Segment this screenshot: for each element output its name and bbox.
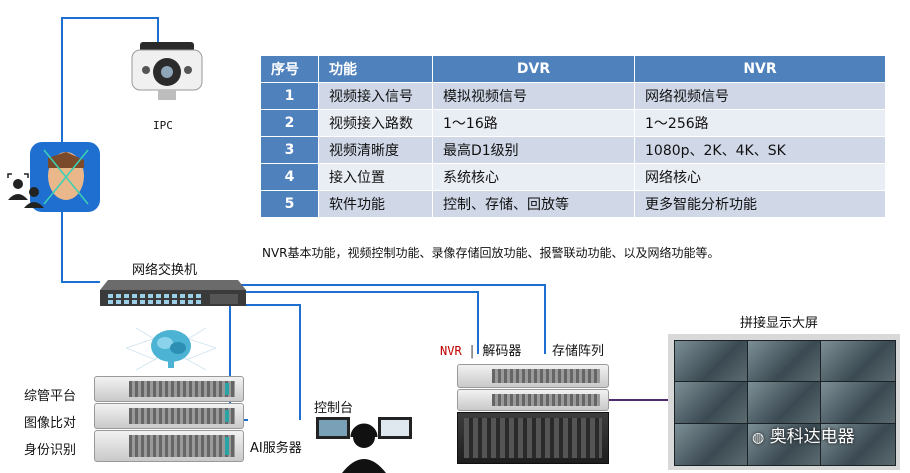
line-switch-nvr bbox=[238, 291, 479, 354]
server-3 bbox=[94, 430, 244, 462]
table-cell: 5 bbox=[260, 190, 319, 218]
watermark: ◍ 奥科达电器 bbox=[752, 422, 855, 447]
table-cell: 最高D1级别 bbox=[432, 136, 635, 164]
table-row: 2 视频接入路数 1～16路 1～256路 bbox=[260, 109, 886, 137]
server-2 bbox=[94, 403, 244, 429]
header-dvr: DVR bbox=[432, 55, 635, 83]
nvr-function-note: NVR基本功能，视频控制功能、录像存储回放功能、报警联动功能、以及网络功能等。 bbox=[262, 246, 720, 260]
console-label: 控制台 bbox=[314, 401, 354, 416]
table-row: 3 视频清晰度 最高D1级别 1080p、2K、4K、SK bbox=[260, 136, 886, 164]
table-cell: 控制、存储、回放等 bbox=[432, 190, 635, 218]
nvr-label: NVR bbox=[440, 344, 462, 358]
table-cell: 网络视频信号 bbox=[634, 82, 886, 110]
header-index: 序号 bbox=[260, 55, 319, 83]
table-cell: 系统核心 bbox=[432, 163, 635, 191]
table-cell: 更多智能分析功能 bbox=[634, 190, 886, 218]
platform-label-3: 身份识别 bbox=[24, 443, 77, 458]
table-cell: 软件功能 bbox=[318, 190, 433, 218]
table-header-row: 序号 功能 DVR NVR bbox=[260, 55, 886, 83]
face-recognition-icon bbox=[7, 142, 100, 212]
line-ipc bbox=[61, 17, 159, 142]
device-label-group: NVR | 解码器 bbox=[440, 340, 521, 359]
table-cell: 视频接入信号 bbox=[318, 82, 433, 110]
table-cell: 视频接入路数 bbox=[318, 109, 433, 137]
wechat-icon: ◍ bbox=[752, 430, 765, 446]
label-separator: | bbox=[469, 344, 475, 359]
dvr-nvr-comparison-table: 序号 功能 DVR NVR 1 视频接入信号 模拟视频信号 网络视频信号 2 视… bbox=[260, 55, 886, 218]
console-operator-icon bbox=[316, 417, 412, 473]
display-wall bbox=[668, 334, 900, 470]
table-cell: 1 bbox=[260, 82, 319, 110]
display-wall-label: 拼接显示大屏 bbox=[740, 316, 819, 331]
line-switch-console bbox=[232, 304, 301, 420]
table-cell: 接入位置 bbox=[318, 163, 433, 191]
table-row: 1 视频接入信号 模拟视频信号 网络视频信号 bbox=[260, 82, 886, 110]
line-switch-storage bbox=[238, 284, 546, 354]
switch-label: 网络交换机 bbox=[132, 263, 198, 278]
table-cell: 4 bbox=[260, 163, 319, 191]
table-cell: 模拟视频信号 bbox=[432, 82, 635, 110]
storage-array-device bbox=[457, 412, 609, 464]
decoder-device bbox=[457, 389, 609, 411]
decoder-label: 解码器 bbox=[482, 344, 522, 359]
nvr-device bbox=[457, 364, 609, 388]
ai-brain-icon bbox=[125, 327, 217, 371]
platform-label-2: 图像比对 bbox=[24, 416, 77, 431]
table-cell: 网络核心 bbox=[634, 163, 886, 191]
ipc-label: IPC bbox=[153, 119, 173, 132]
table-cell: 1～256路 bbox=[634, 109, 886, 137]
table-row: 4 接入位置 系统核心 网络核心 bbox=[260, 163, 886, 191]
storage-label: 存储阵列 bbox=[552, 344, 605, 359]
table-row: 5 软件功能 控制、存储、回放等 更多智能分析功能 bbox=[260, 190, 886, 218]
table-cell: 1～16路 bbox=[432, 109, 635, 137]
table-cell: 1080p、2K、4K、SK bbox=[634, 136, 886, 164]
line-face-switch bbox=[61, 212, 100, 283]
table-cell: 2 bbox=[260, 109, 319, 137]
header-function: 功能 bbox=[318, 55, 433, 83]
server-1 bbox=[94, 376, 244, 402]
table-cell: 视频清晰度 bbox=[318, 136, 433, 164]
header-nvr: NVR bbox=[634, 55, 886, 83]
table-cell: 3 bbox=[260, 136, 319, 164]
platform-label-1: 综管平台 bbox=[24, 389, 77, 404]
watermark-text: 奥科达电器 bbox=[769, 427, 855, 447]
ipc-camera-icon bbox=[131, 42, 203, 100]
ai-server-label: AI服务器 bbox=[250, 441, 302, 456]
network-switch-icon bbox=[100, 280, 246, 306]
